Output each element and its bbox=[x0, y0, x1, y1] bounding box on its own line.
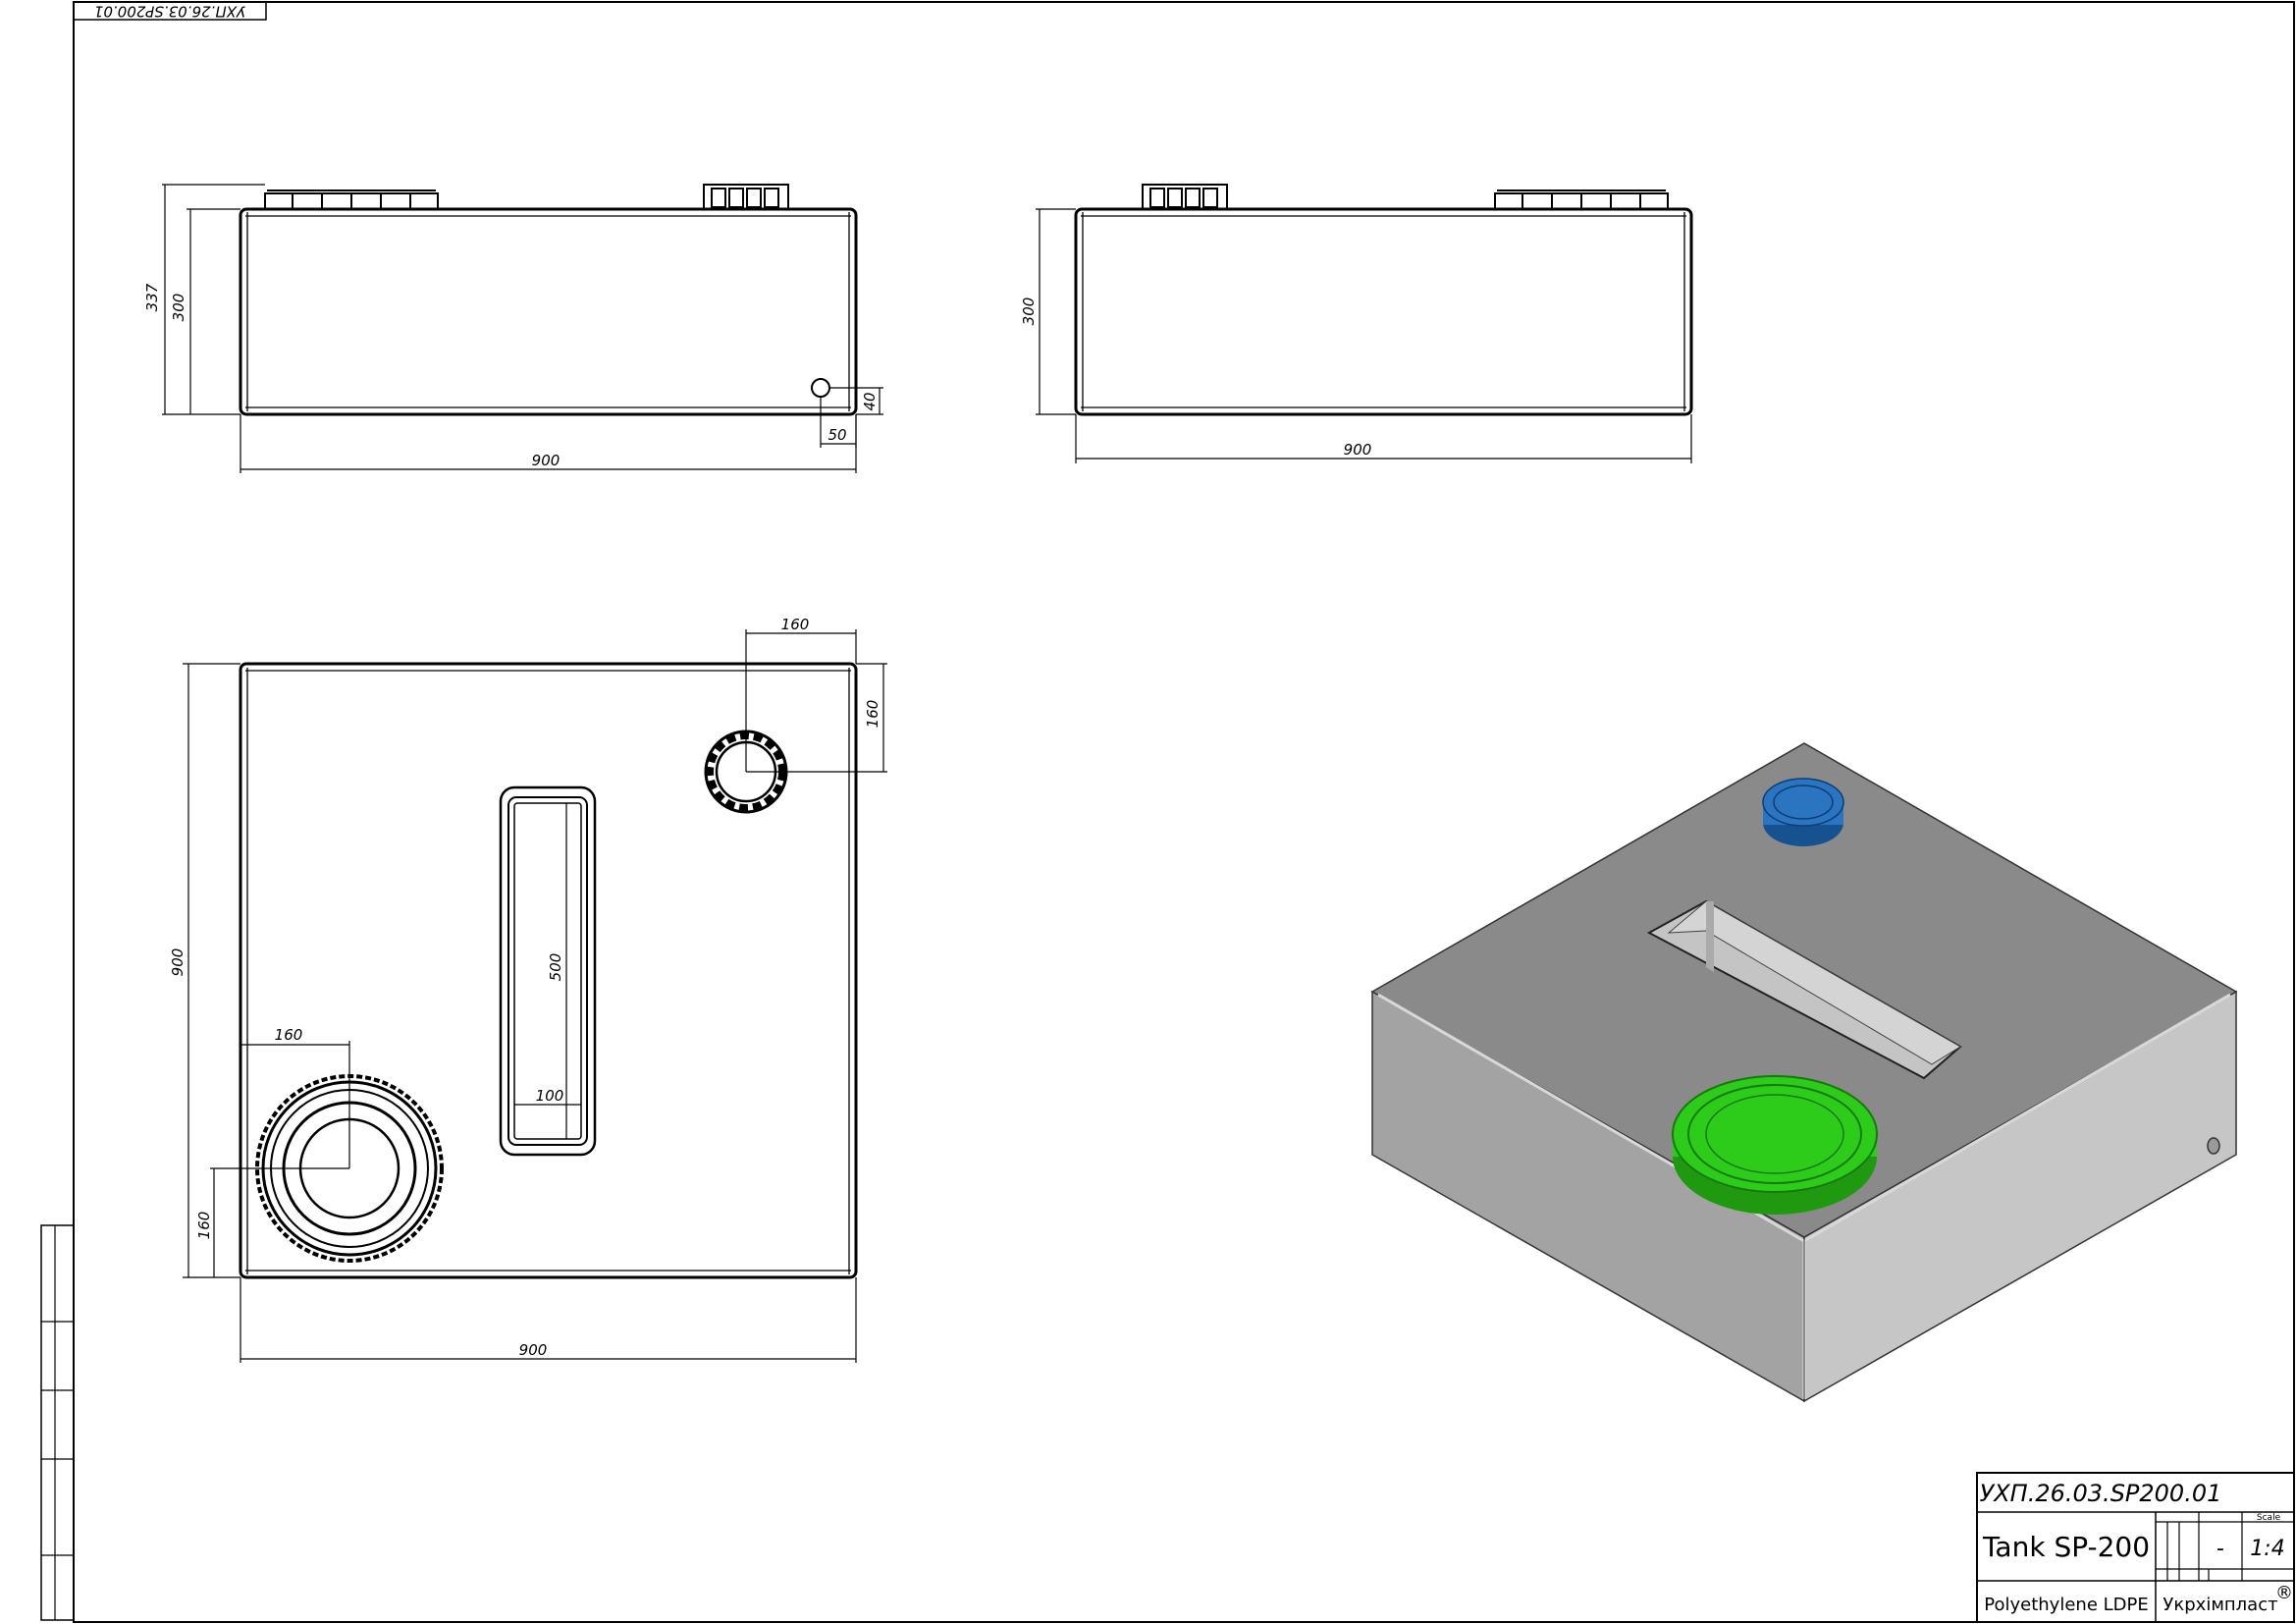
title-block-scale-label: Scale bbox=[2257, 1513, 2281, 1523]
front-small-cap bbox=[703, 184, 789, 210]
iso-slot bbox=[1646, 899, 1962, 1080]
dim-top-cap-small-y: 160 bbox=[864, 700, 881, 729]
top-slot bbox=[499, 785, 597, 1157]
title-block-mass: - bbox=[2216, 1537, 2224, 1561]
dim-front-port-height: 40 bbox=[861, 392, 879, 410]
dim-front-port-offset: 50 bbox=[828, 426, 846, 444]
title-block-designation: УХП.26.03.SP200.01 bbox=[1980, 1480, 2222, 1507]
title-block-name: Tank SP-200 bbox=[1982, 1531, 2150, 1563]
dim-side-height-body: 300 bbox=[1020, 298, 1038, 326]
dim-top-cap-small-x: 160 bbox=[781, 616, 810, 633]
dim-front-height-body: 300 bbox=[170, 294, 187, 322]
iso-large-cap bbox=[1672, 1075, 1878, 1215]
front-large-cap bbox=[264, 189, 439, 210]
title-block-scale: 1:4 bbox=[2250, 1537, 2284, 1561]
dim-top-slot-length: 500 bbox=[547, 953, 564, 982]
front-view bbox=[239, 184, 858, 416]
top-view-dimensions bbox=[183, 629, 887, 1363]
isometric-model bbox=[1370, 742, 2238, 1403]
front-drain-port bbox=[811, 378, 830, 398]
dim-side-width: 900 bbox=[1344, 441, 1372, 459]
title-block bbox=[1976, 1472, 2295, 1623]
dim-front-width: 900 bbox=[532, 452, 561, 469]
title-block-company: Укрхімпласт bbox=[2163, 1595, 2277, 1615]
title-block-registered: ® bbox=[2275, 1583, 2293, 1603]
stamp-code-mirrored: УХП.26.03.SP200.01 bbox=[94, 3, 245, 21]
side-view bbox=[1074, 184, 1693, 416]
dim-top-width: 900 bbox=[519, 1341, 548, 1359]
dim-top-cap-large-x: 160 bbox=[275, 1026, 303, 1044]
dim-top-cap-large-y: 160 bbox=[195, 1212, 213, 1240]
dim-front-height-total: 337 bbox=[143, 283, 161, 311]
dim-top-size: 900 bbox=[169, 948, 187, 977]
dim-top-slot-width: 100 bbox=[536, 1087, 564, 1105]
front-view-dimensions bbox=[162, 184, 883, 473]
title-block-material: Polyethylene LDPE bbox=[1984, 1595, 2148, 1615]
side-view-dimensions bbox=[1036, 208, 1692, 463]
side-large-cap bbox=[1494, 189, 1669, 210]
side-small-cap bbox=[1142, 184, 1228, 210]
iso-drain-port bbox=[2207, 1137, 2220, 1155]
sheet-frame bbox=[40, 1, 2295, 1623]
iso-small-cap bbox=[1762, 778, 1844, 846]
